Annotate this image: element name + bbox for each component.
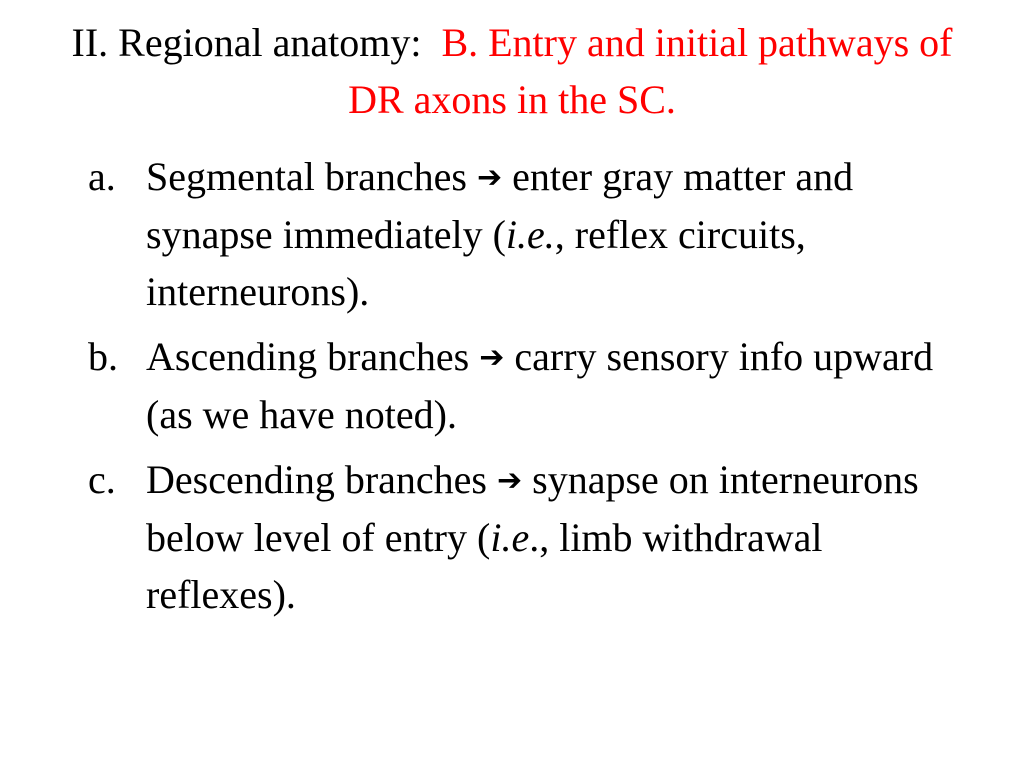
bullet-lead: Segmental branches — [146, 154, 467, 199]
bullet-lead: Descending branches — [146, 457, 487, 502]
bullet-text: synapse on interneurons below level of e… — [146, 457, 919, 560]
arrow-right-icon: ➔ — [496, 463, 523, 498]
title-highlight: B. Entry and initial pathways of DR axon… — [348, 20, 953, 122]
bullet-text-end: , reflex circuits, interneurons). — [146, 212, 806, 314]
arrow-right-icon: ➔ — [479, 340, 505, 375]
arrow-right-icon: ➔ — [477, 160, 503, 195]
bullet-text: carry sensory info upward (as we have no… — [146, 334, 934, 437]
bullet-italic: i.e. — [505, 212, 555, 257]
bullet-text-end: ., limb withdrawal reflexes). — [146, 515, 823, 617]
list-item-segmental: a. Segmental branches ➔ enter gray matte… — [88, 148, 948, 320]
bullet-text: enter gray matter and synapse immediatel… — [146, 154, 854, 257]
title-prefix: II. Regional anatomy: — [71, 20, 422, 65]
bullet-lead: Ascending branches — [146, 334, 470, 379]
list-item-descending: c. Descending branches ➔ synapse on inte… — [88, 451, 948, 623]
slide-title: II. Regional anatomy: B. Entry and initi… — [60, 14, 964, 128]
bullet-italic: i.e — [490, 515, 530, 560]
bullet-list: a. Segmental branches ➔ enter gray matte… — [88, 148, 948, 631]
bullet-marker: c. — [88, 457, 116, 502]
bullet-marker: a. — [88, 154, 116, 199]
bullet-marker: b. — [88, 334, 118, 379]
list-item-ascending: b. Ascending branches ➔ carry sensory in… — [88, 328, 948, 443]
